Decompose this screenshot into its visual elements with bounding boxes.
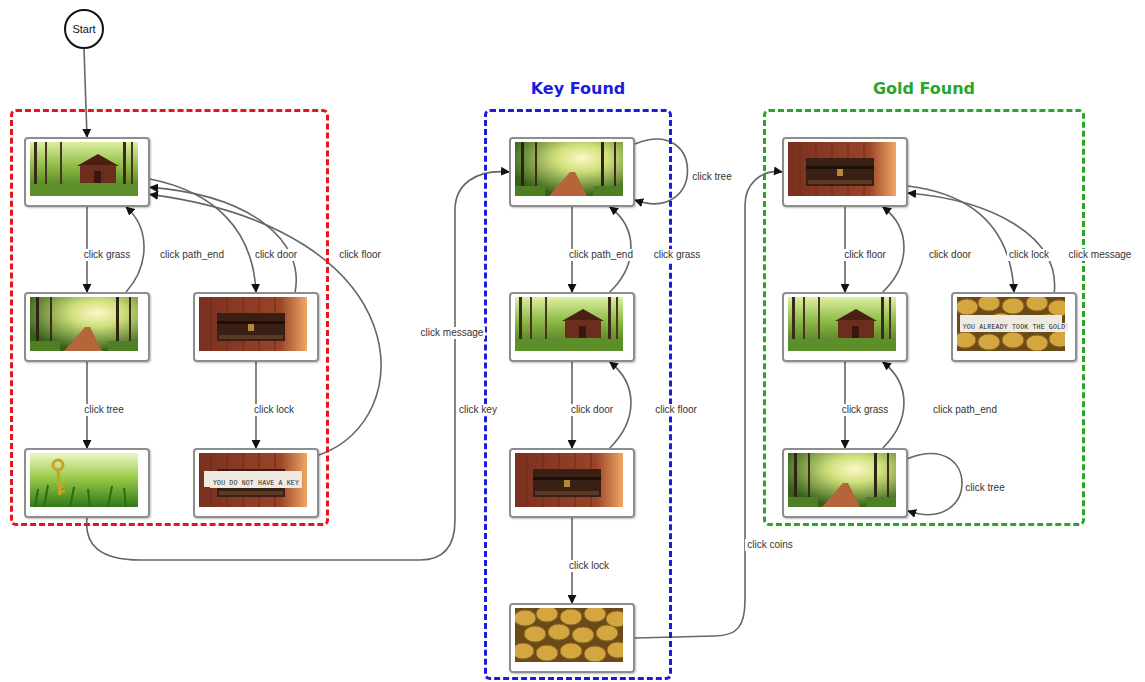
edge-label: click door [927,249,973,261]
edge-label: click message [1067,249,1134,261]
scene-box [193,292,319,362]
transition-arrow [87,172,509,560]
edge-label: click door [569,404,615,416]
edge-label: click grass [652,249,703,261]
message-text: YOU DO NOT HAVE A KEY [210,479,302,488]
cabin-picture [30,142,138,196]
group-title: Key Found [487,79,669,98]
scene-box [509,292,635,362]
path-picture [788,453,896,507]
scene-box [782,292,908,362]
scene-box [509,137,635,207]
group-blue: Key Found [484,109,672,680]
chest-picture [199,297,307,351]
scene-box [509,448,635,518]
transition-arrow [84,49,87,137]
message-box: YOU DO NOT HAVE A KEY [193,448,319,518]
start-circle: Start [64,9,104,49]
edge-label: click lock [1007,249,1051,261]
edge-label: click message [419,327,486,339]
scene-box [24,448,150,518]
edge-label: click floor [337,249,383,261]
scene-box [782,137,908,207]
edge-label: click path_end [931,404,999,416]
scene-box [509,603,635,673]
path-picture [30,297,138,351]
transition-arrow [635,172,782,638]
edge-label: click door [253,249,299,261]
coins-picture [512,606,629,662]
message-box: YOU ALREADY TOOK THE GOLD [951,292,1077,362]
transition-arrow [150,194,381,455]
group-green: Gold FoundYOU ALREADY TOOK THE GOLD [763,109,1085,526]
edge-label: click grass [82,249,133,261]
scene-box [782,448,908,518]
message-text: YOU ALREADY TOOK THE GOLD [960,323,1069,332]
edge-label: click path_end [567,249,635,261]
group-title: Gold Found [766,79,1082,98]
edge-label: click lock [252,404,296,416]
edge-label: click tree [690,171,733,183]
scene-box [24,137,150,207]
key-picture [30,453,138,507]
start-label: Start [72,23,95,35]
chest-picture [199,453,307,507]
chest-picture [515,453,623,507]
edge-label: click lock [567,560,611,572]
cabin-picture [788,297,896,351]
transition-arrow [908,454,962,515]
scene-box [24,292,150,362]
chest-picture [788,142,896,196]
path-picture [515,142,623,196]
message-strip [204,471,302,487]
edge-label: click grass [840,404,891,416]
transition-arrow [150,187,296,292]
group-red: YOU DO NOT HAVE A KEY [10,109,329,526]
cabin-picture [515,297,623,351]
edge-label: click coins [745,539,795,551]
edge-label: click tree [82,404,125,416]
edge-label: click path_end [158,249,226,261]
edge-label: click floor [842,249,888,261]
coins-picture [954,295,1071,351]
edge-label: click floor [653,404,699,416]
transition-arrow [635,139,688,204]
edge-label: click key [457,404,499,416]
transition-arrow [908,193,1055,292]
edge-label: click tree [963,482,1006,494]
